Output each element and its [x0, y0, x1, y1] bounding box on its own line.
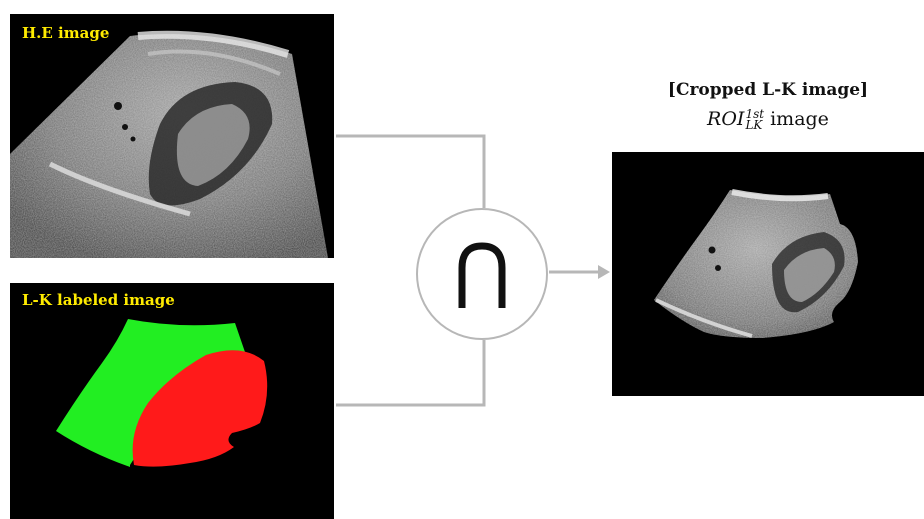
intersection-icon	[418, 210, 546, 338]
lk-connector-line	[336, 340, 484, 405]
output-arrowhead	[598, 265, 610, 279]
roi-subtitle-sub: LK	[745, 120, 764, 131]
lk-labeled-image-panel: L-K labeled image	[10, 283, 334, 519]
he-connector-line	[336, 136, 484, 208]
roi-ultrasound-image	[612, 152, 924, 396]
roi-subtitle-base: ROI	[707, 108, 744, 130]
intersection-operator	[416, 208, 548, 340]
roi-image-panel	[612, 152, 924, 396]
lk-image-label: L-K labeled image	[22, 291, 175, 309]
he-image-label: H.E image	[22, 24, 109, 42]
he-image-panel: H.E image	[10, 14, 334, 258]
roi-subtitle-suffix: image	[764, 108, 829, 130]
he-ultrasound-image	[10, 14, 334, 258]
roi-image-title: [Cropped L-K image]	[612, 80, 924, 100]
lk-label-mask	[10, 283, 334, 519]
